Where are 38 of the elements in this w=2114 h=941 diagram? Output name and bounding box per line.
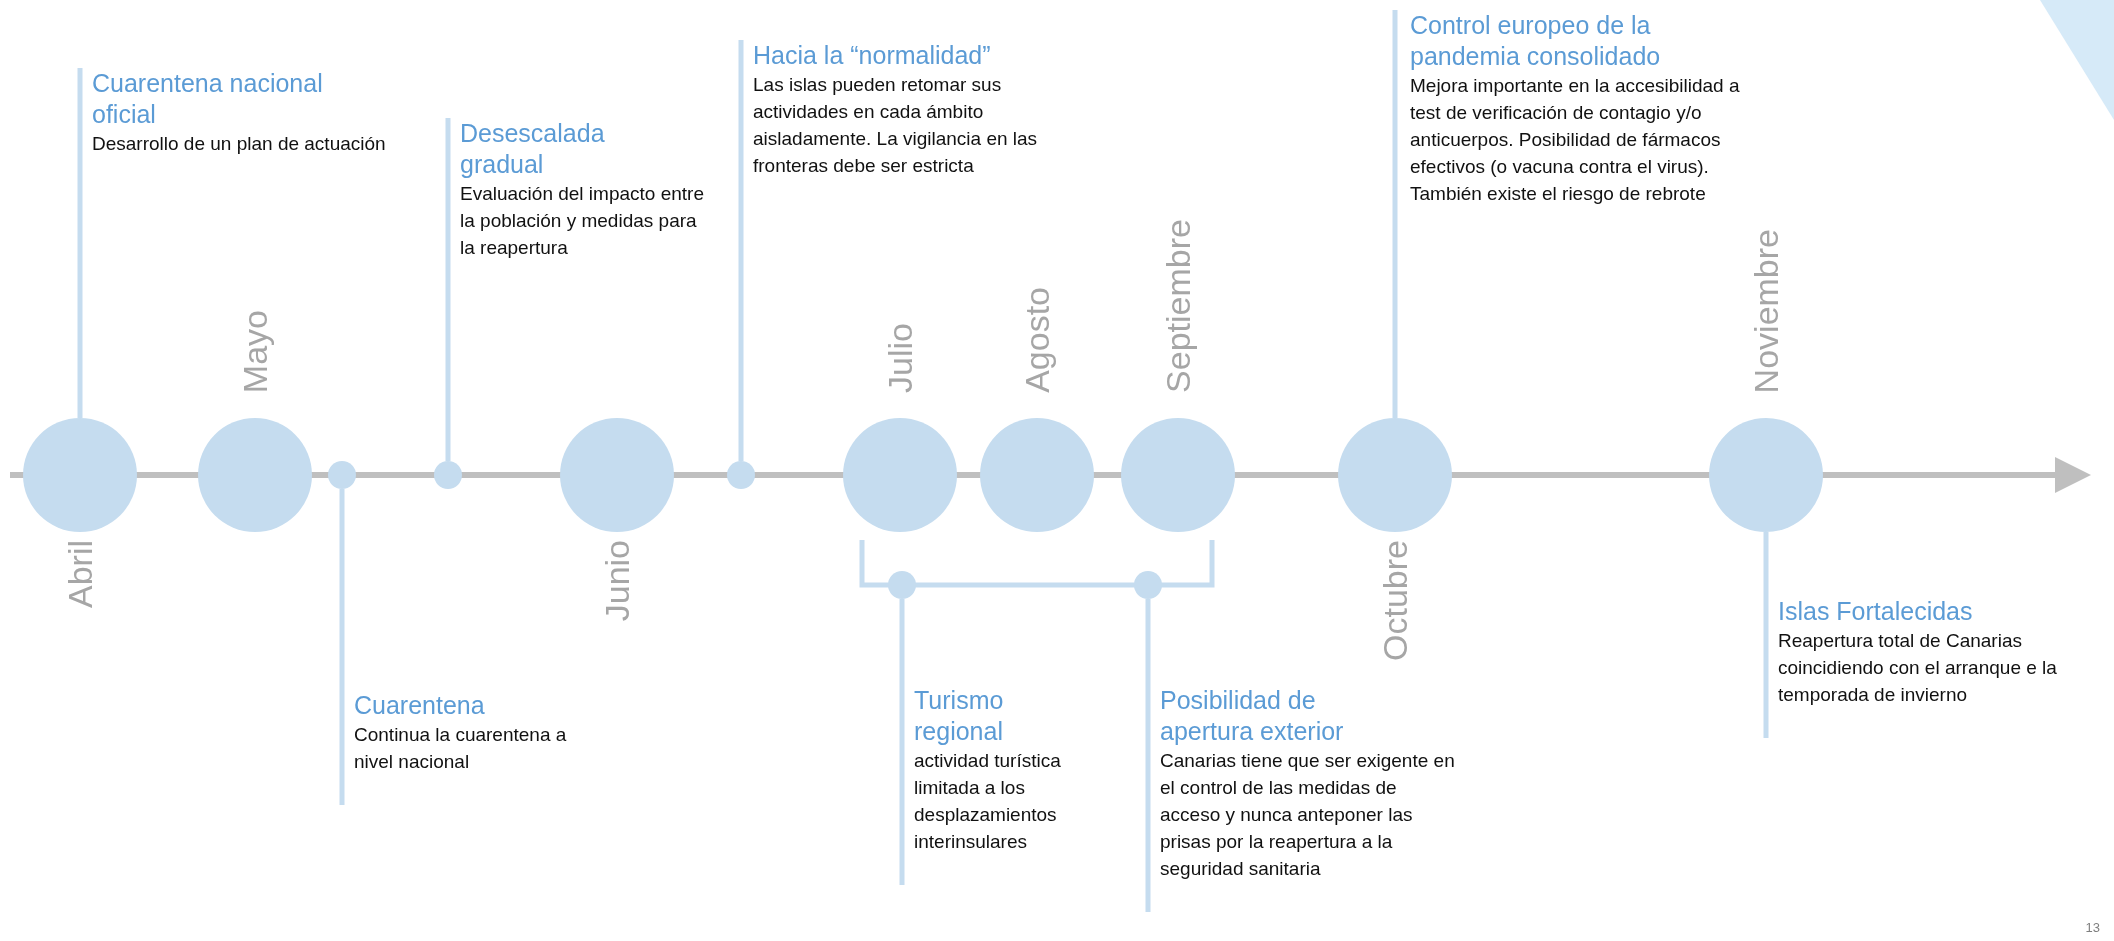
- event-heading: Posibilidad de apertura exterior: [1160, 685, 1345, 747]
- leader-line: [899, 599, 905, 885]
- event-description: Evaluación del impacto entre la población y medidas para la reapertura: [460, 182, 705, 260]
- month-label: Mayo: [235, 310, 275, 394]
- month-label: Agosto: [1017, 287, 1057, 393]
- month-label: Abril: [60, 540, 100, 609]
- timeline-dot: [328, 461, 356, 489]
- month-label: Septiembre: [1158, 219, 1198, 393]
- leader-line: [77, 68, 83, 418]
- event-description: Desarrollo de un plan de actuación: [92, 132, 387, 156]
- leader-line: [339, 489, 345, 805]
- event-heading: Hacia la “normalidad”: [753, 40, 992, 71]
- event-description: Canarias tiene que ser exigente en el control de las medidas de acceso y nunca anteponer las prisas por la reapertura a la seguridad sanitaria: [1160, 749, 1456, 881]
- event-heading: Desescalada gradual: [460, 118, 606, 180]
- month-label: Julio: [880, 323, 920, 393]
- event-heading: Cuarentena nacional oficial: [92, 68, 324, 130]
- event-description: Continua la cuarentena a nivel nacional: [354, 723, 568, 774]
- event-description: Reapertura total de Canarias coincidiendo con el arranque e la temporada de invierno: [1778, 629, 2058, 707]
- leader-line: [1763, 532, 1769, 738]
- page-number: 13: [2085, 920, 2100, 935]
- timeline-dot: [888, 571, 916, 599]
- event-description: actividad turística limitada a los desplazamientos interinsulares: [914, 749, 1062, 854]
- leader-line: [1392, 10, 1398, 418]
- event-heading: Islas Fortalecidas: [1778, 596, 1974, 627]
- event-heading: Cuarentena: [354, 690, 486, 721]
- month-label: Junio: [597, 540, 637, 622]
- event-heading: Turismo regional: [914, 685, 1005, 747]
- timeline-dot: [434, 461, 462, 489]
- event-heading: Control europeo de la pandemia consolidado: [1410, 10, 1662, 72]
- event-description: Mejora importante en la accesibilidad a test de verificación de contagio y/o anticuerpos. Posibilidad de fármacos efectivos (o vacuna contra el virus). También existe el riesgo de rebrote: [1410, 74, 1741, 206]
- leader-line: [738, 40, 744, 461]
- timeline-dot: [1134, 571, 1162, 599]
- leader-line: [445, 118, 451, 461]
- timeline-dot: [727, 461, 755, 489]
- leader-line: [1145, 599, 1151, 912]
- month-label: Noviembre: [1746, 229, 1786, 394]
- month-label: Octubre: [1375, 540, 1415, 661]
- event-description: Las islas pueden retomar sus actividades en cada ámbito aisladamente. La vigilancia en las fronteras debe ser estricta: [753, 73, 1039, 178]
